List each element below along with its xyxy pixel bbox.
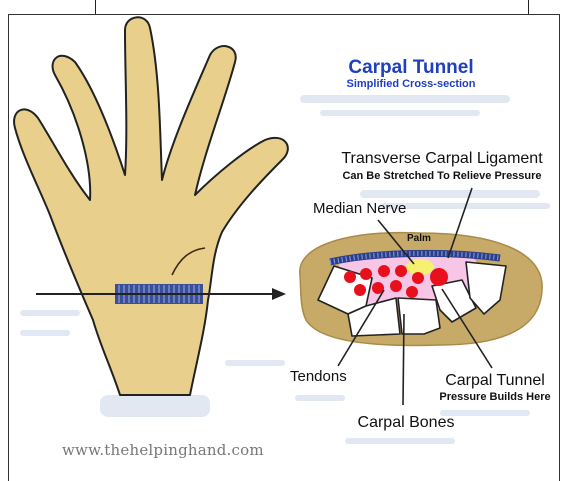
tendon-large bbox=[430, 268, 448, 286]
tendon bbox=[354, 284, 366, 296]
tendon bbox=[390, 280, 402, 292]
tendon bbox=[378, 265, 390, 277]
median-nerve-label: Median Nerve bbox=[313, 200, 406, 217]
carpal-tunnel-sublabel: Pressure Builds Here bbox=[0, 391, 568, 403]
carpal-tunnel-label: Carpal Tunnel bbox=[0, 372, 568, 390]
site-credit: www.thehelpinghand.com bbox=[62, 441, 264, 459]
diagram-title: Carpal Tunnel bbox=[0, 57, 568, 79]
diagram-subtitle: Simplified Cross-section bbox=[0, 78, 568, 90]
tendon bbox=[412, 272, 424, 284]
ligament-sublabel: Can Be Stretched To Relieve Pressure bbox=[0, 170, 568, 182]
carpal-bones-label: Carpal Bones bbox=[0, 414, 568, 432]
tendon bbox=[406, 286, 418, 298]
tendon bbox=[360, 268, 372, 280]
tendon bbox=[395, 265, 407, 277]
palm-label: Palm bbox=[407, 233, 431, 244]
tendon bbox=[344, 271, 356, 283]
ligament-label: Transverse Carpal Ligament bbox=[0, 150, 568, 168]
